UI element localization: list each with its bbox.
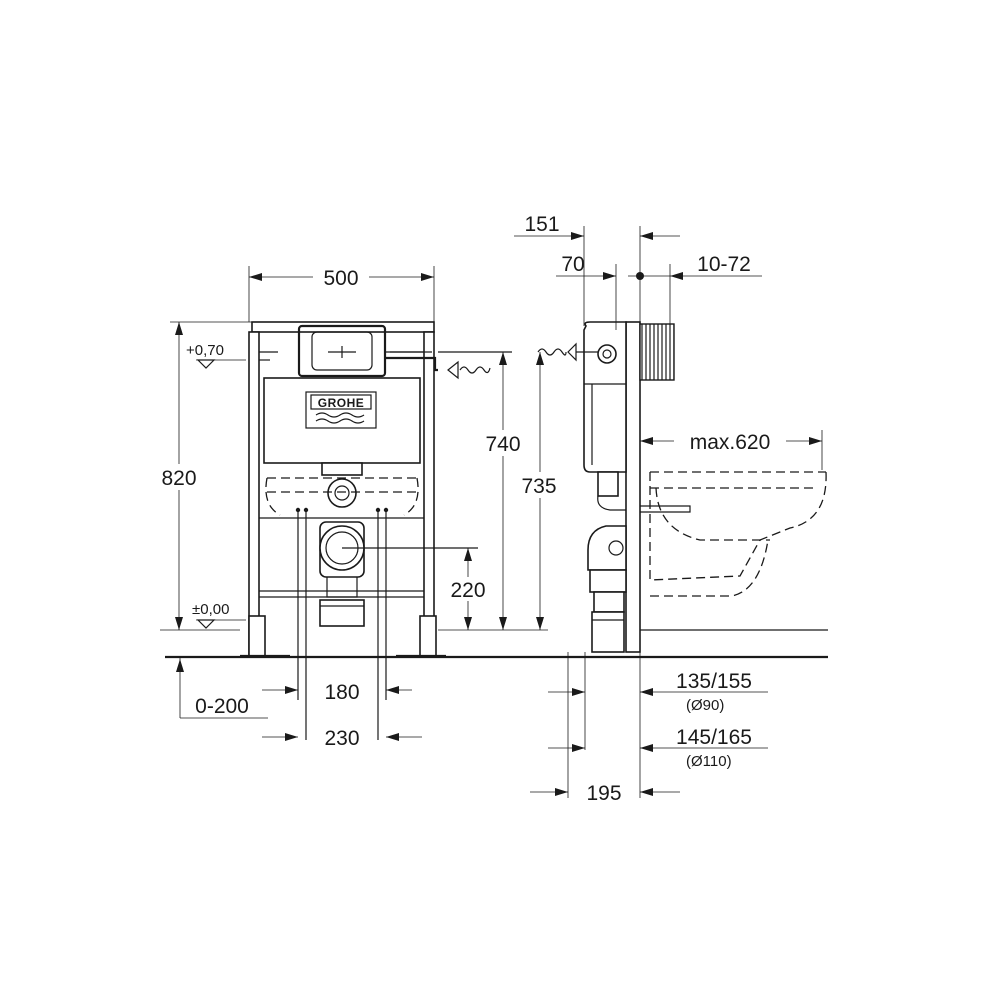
dim-supply-740-label: 740 — [485, 433, 520, 456]
dim-wall-10-72-label: 10-72 — [697, 253, 751, 276]
level-mark-floor-label: ±0,00 — [192, 601, 229, 618]
dim-supply-735-label: 735 — [521, 475, 556, 498]
dim-depth-70-label: 70 — [561, 253, 584, 276]
dim-spacing-230: 230 — [262, 727, 422, 750]
grohe-logo: GROHE — [305, 391, 377, 429]
wc-bowl-outline — [649, 471, 827, 597]
water-supply-symbol-front — [447, 360, 491, 380]
dim-height-820-label: 820 — [161, 467, 196, 490]
level-mark-floor: ±0,00 — [192, 601, 246, 629]
dim-wall-10-72: 10-72 — [628, 253, 762, 280]
dim-projection-max-620-label: max.620 — [690, 431, 771, 454]
dim-depth-0-200: 0-200 — [176, 657, 268, 719]
dim-drain-220-label: 220 — [450, 579, 485, 602]
dim-drain-110-label: 145/165 — [676, 726, 752, 749]
dim-spacing-230-label: 230 — [324, 727, 359, 750]
dim-depth-0-200-label: 0-200 — [195, 695, 249, 718]
dim-depth-70: 70 — [556, 253, 616, 280]
dim-width-500: 500 — [248, 264, 435, 322]
level-mark-top-label: +0,70 — [186, 342, 224, 359]
dim-supply-740: 740 — [479, 352, 527, 630]
dim-spacing-180-label: 180 — [324, 681, 359, 704]
dim-depth-151: 151 — [514, 213, 680, 240]
dim-drain-110-dia: (Ø110) — [686, 753, 732, 770]
dim-drain-110: 145/165 (Ø110) — [548, 726, 768, 770]
dim-drain-90-dia: (Ø90) — [686, 697, 724, 714]
dim-projection-max-620: max.620 — [640, 428, 823, 470]
level-mark-top: +0,70 — [186, 342, 246, 369]
grohe-logo-text: GROHE — [318, 396, 365, 410]
dim-drain-220: 220 — [444, 548, 492, 630]
dim-drain-90: 135/155 (Ø90) — [548, 670, 768, 714]
dim-drain-90-label: 135/155 — [676, 670, 752, 693]
dim-width-500-label: 500 — [323, 267, 358, 290]
side-frame — [537, 321, 691, 653]
dim-depth-151-label: 151 — [524, 213, 559, 236]
floor-line — [160, 629, 828, 659]
dim-height-820: 820 — [156, 321, 252, 630]
front-frame — [240, 321, 512, 740]
dim-spacing-180: 180 — [262, 681, 412, 704]
dim-floor-195-label: 195 — [586, 782, 621, 805]
dim-floor-195: 195 — [530, 782, 680, 805]
dim-supply-735: 735 — [516, 352, 564, 630]
